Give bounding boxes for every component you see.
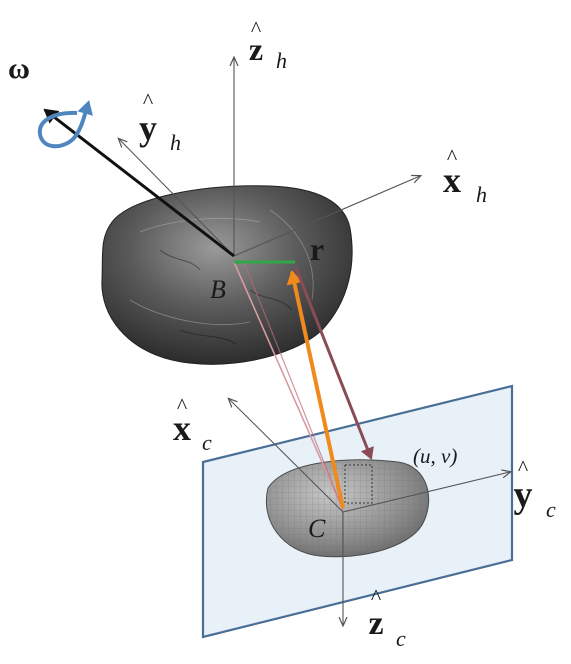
svg-text:^: ^ (371, 584, 382, 609)
svg-text:z: z (368, 605, 383, 642)
xh-label: ^ x h (443, 144, 487, 207)
yh-label: ^ y h (139, 88, 181, 155)
rotation-arrow-icon (37, 100, 93, 149)
C-label: C (308, 514, 326, 543)
xc-label: ^ x c (173, 393, 212, 455)
projected-asteroid (266, 459, 430, 558)
svg-text:c: c (546, 497, 556, 522)
xh-axis (233, 176, 420, 257)
omega-label: ω (8, 52, 30, 85)
orange-line-of-sight-arrow (286, 270, 345, 509)
brown-projection-arrow (294, 267, 374, 460)
svg-text:^: ^ (251, 16, 262, 41)
svg-text:(u, v): (u, v) (413, 444, 457, 468)
svg-text:c: c (396, 626, 406, 651)
projection-lines (233, 261, 344, 511)
body-axes (119, 58, 420, 257)
svg-text:c: c (202, 430, 212, 455)
svg-text:y: y (139, 108, 157, 148)
svg-text:^: ^ (177, 393, 188, 418)
uv-label: (u, v) (413, 444, 457, 468)
svg-text:x: x (173, 408, 191, 448)
zh-label: ^ z h (249, 16, 287, 73)
B-label: B (210, 275, 226, 304)
yh-axis (119, 139, 235, 257)
svg-text:h: h (276, 48, 287, 73)
svg-text:C: C (308, 514, 326, 543)
r-label: r (310, 231, 324, 267)
yc-label: ^ y c (514, 455, 557, 522)
dark-pink-line (243, 261, 344, 511)
camera-axes (229, 399, 510, 625)
svg-text:ω: ω (8, 52, 30, 85)
asteroid-body (101, 185, 353, 365)
svg-text:z: z (249, 31, 263, 67)
b-to-c-line (233, 261, 344, 511)
svg-text:h: h (476, 182, 487, 207)
svg-text:r: r (310, 231, 324, 267)
svg-text:h: h (170, 130, 181, 155)
xc-axis (229, 399, 344, 513)
svg-text:^: ^ (518, 455, 529, 480)
zc-label: ^ z c (368, 584, 406, 651)
yc-axis (342, 472, 510, 513)
svg-text:y: y (514, 474, 533, 516)
svg-text:^: ^ (143, 88, 154, 113)
svg-text:x: x (443, 160, 461, 200)
svg-text:B: B (210, 275, 226, 304)
svg-text:^: ^ (447, 144, 458, 169)
